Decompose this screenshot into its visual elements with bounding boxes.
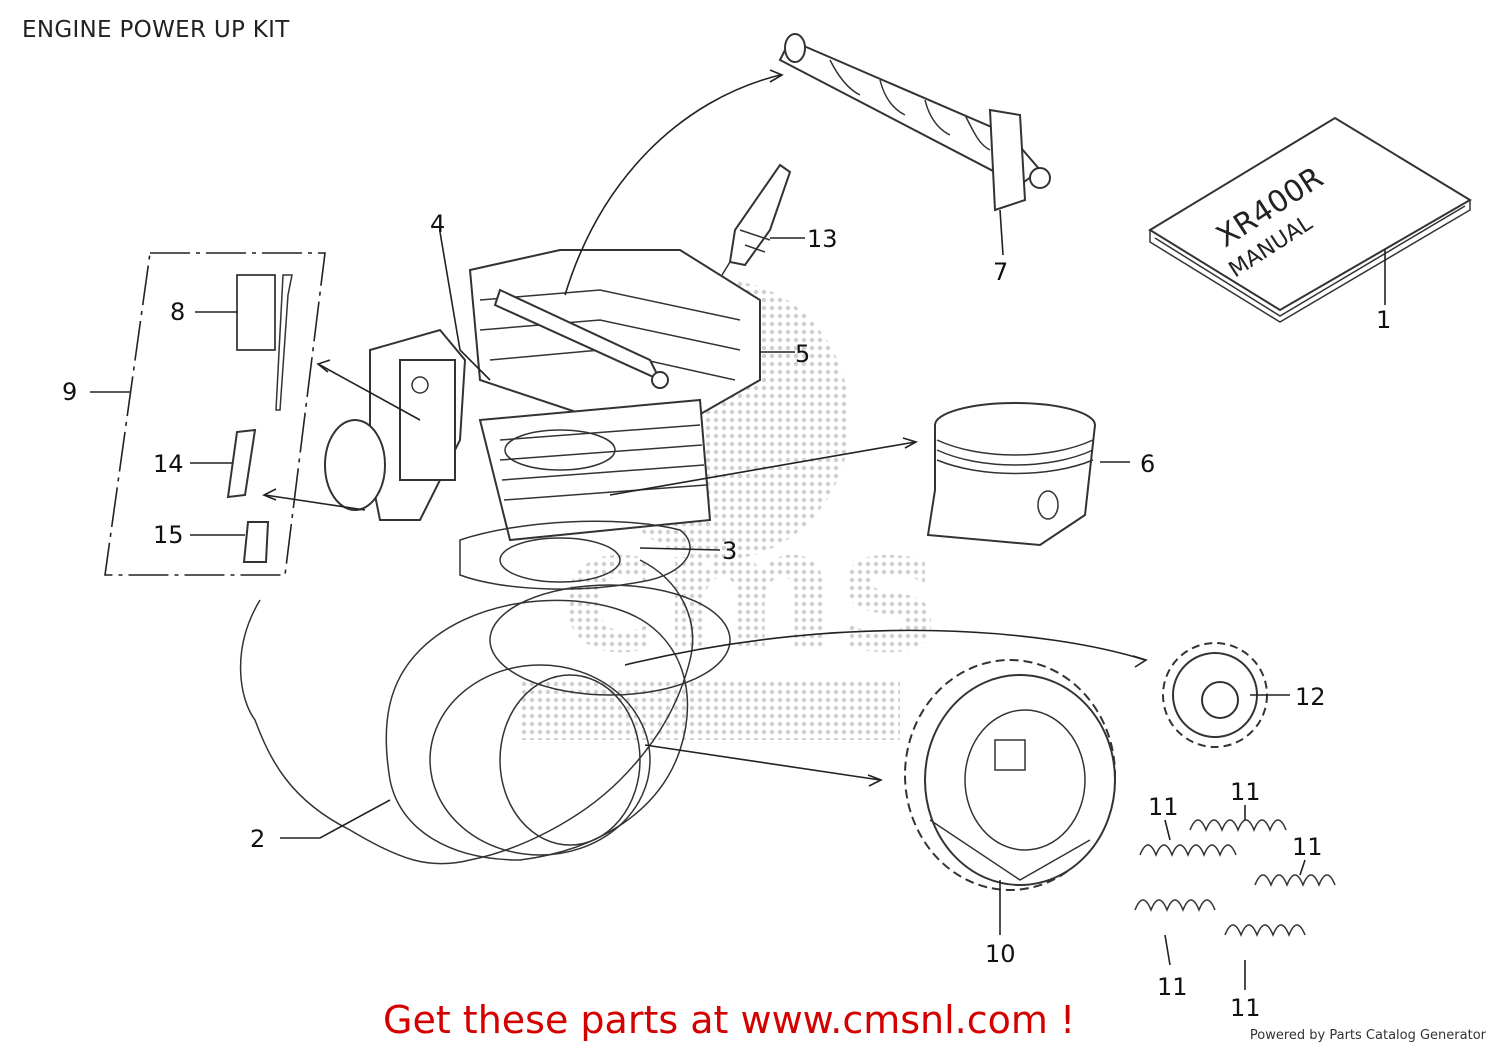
piston[interactable] [926, 402, 1096, 547]
crankcase-cover[interactable] [239, 559, 731, 865]
callout-4[interactable]: 4 [430, 210, 445, 238]
base-gasket[interactable] [459, 520, 691, 590]
callout-12[interactable]: 12 [1295, 683, 1326, 711]
head-camshaft [493, 288, 669, 389]
callout-14[interactable]: 14 [153, 450, 184, 478]
callout-3[interactable]: 3 [722, 537, 737, 565]
callout-8[interactable]: 8 [170, 298, 185, 326]
callout-11-c[interactable]: 11 [1292, 833, 1323, 861]
callout-5[interactable]: 5 [795, 340, 810, 368]
callout-11-a[interactable]: 11 [1148, 793, 1179, 821]
spark-plug[interactable] [721, 163, 792, 276]
primary-gear[interactable] [1162, 642, 1268, 748]
powered-by-text: Powered by Parts Catalog Generator [1249, 1028, 1486, 1043]
callout-1[interactable]: 1 [1376, 306, 1391, 334]
callout-13[interactable]: 13 [807, 225, 838, 253]
carburetor[interactable] [324, 328, 467, 521]
callout-6[interactable]: 6 [1140, 450, 1155, 478]
callout-9[interactable]: 9 [62, 378, 77, 406]
clutch-springs[interactable] [1134, 819, 1336, 938]
diagram-title: ENGINE POWER UP KIT [22, 17, 290, 43]
callout-7[interactable]: 7 [993, 258, 1008, 286]
callout-labels: 1 2 3 4 5 6 7 8 9 10 11 11 11 11 11 12 1… [62, 210, 1391, 1022]
clutch-outer[interactable] [904, 659, 1116, 891]
callout-10[interactable]: 10 [985, 940, 1016, 968]
cylinder-head-assembly[interactable] [468, 249, 761, 583]
callout-lines [90, 209, 1386, 990]
leader-arrows [262, 69, 1148, 787]
callout-11-e[interactable]: 11 [1230, 994, 1261, 1022]
callout-11-d[interactable]: 11 [1157, 973, 1188, 1001]
jet-kit-box[interactable] [104, 252, 326, 576]
callout-15[interactable]: 15 [153, 521, 184, 549]
camshaft[interactable] [778, 33, 1051, 212]
callout-11-b[interactable]: 11 [1230, 778, 1261, 806]
owners-manual[interactable]: XR400R MANUAL [1148, 116, 1472, 323]
callout-2[interactable]: 2 [250, 825, 265, 853]
promo-link[interactable]: Get these parts at www.cmsnl.com ! [383, 998, 1076, 1042]
